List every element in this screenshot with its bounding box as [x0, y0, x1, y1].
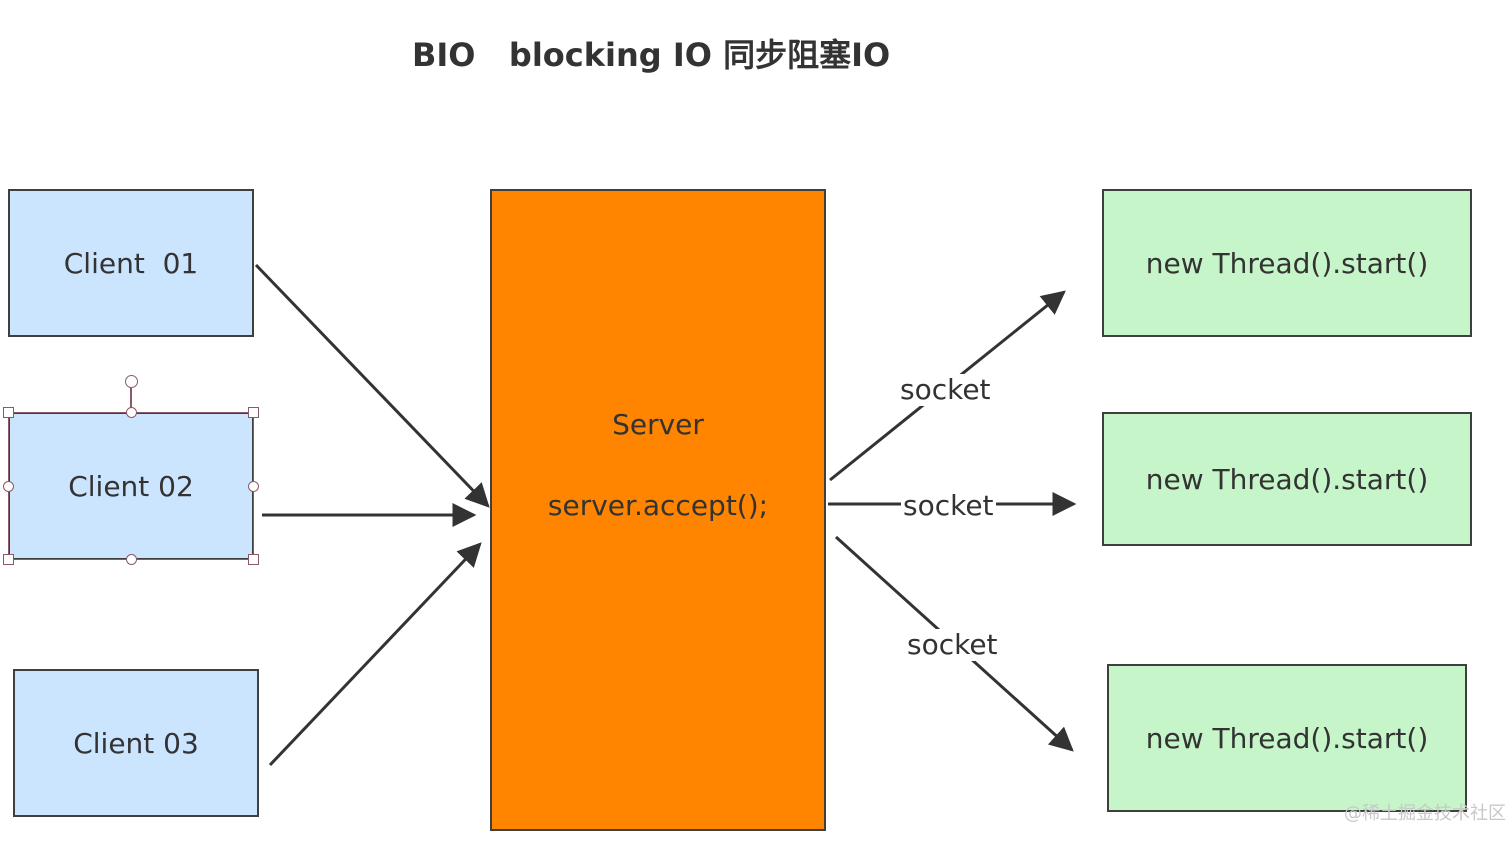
client-box-03[interactable]: Client 03	[13, 669, 259, 817]
arrow-client01-to-server	[254, 263, 490, 508]
resize-handle-right[interactable]	[248, 481, 259, 492]
thread-box-1[interactable]: new Thread().start()	[1102, 189, 1472, 337]
server-label: Server	[612, 408, 704, 441]
resize-handle-bottom[interactable]	[126, 554, 137, 565]
resize-handle-top-right[interactable]	[248, 407, 259, 418]
socket-label-1: socket	[898, 373, 993, 406]
client-box-01[interactable]: Client 01	[8, 189, 254, 337]
server-accept-call: server.accept();	[547, 489, 769, 522]
arrow-client03-to-server	[268, 542, 482, 767]
socket-label-2: socket	[901, 489, 996, 522]
resize-handle-left[interactable]	[3, 481, 14, 492]
diagram-title: BIO blocking IO 同步阻塞IO	[412, 36, 891, 74]
resize-handle-top[interactable]	[126, 407, 137, 418]
rotation-handle[interactable]	[125, 375, 138, 388]
resize-handle-bottom-right[interactable]	[248, 554, 259, 565]
resize-handle-bottom-left[interactable]	[3, 554, 14, 565]
socket-label-3: socket	[905, 628, 1000, 661]
server-box[interactable]: Server server.accept();	[490, 189, 826, 831]
thread-box-3[interactable]: new Thread().start()	[1107, 664, 1467, 812]
rotation-handle-stem	[130, 388, 132, 412]
thread-box-2[interactable]: new Thread().start()	[1102, 412, 1472, 546]
resize-handle-top-left[interactable]	[3, 407, 14, 418]
watermark: @稀土掘金技术社区	[1344, 803, 1506, 824]
